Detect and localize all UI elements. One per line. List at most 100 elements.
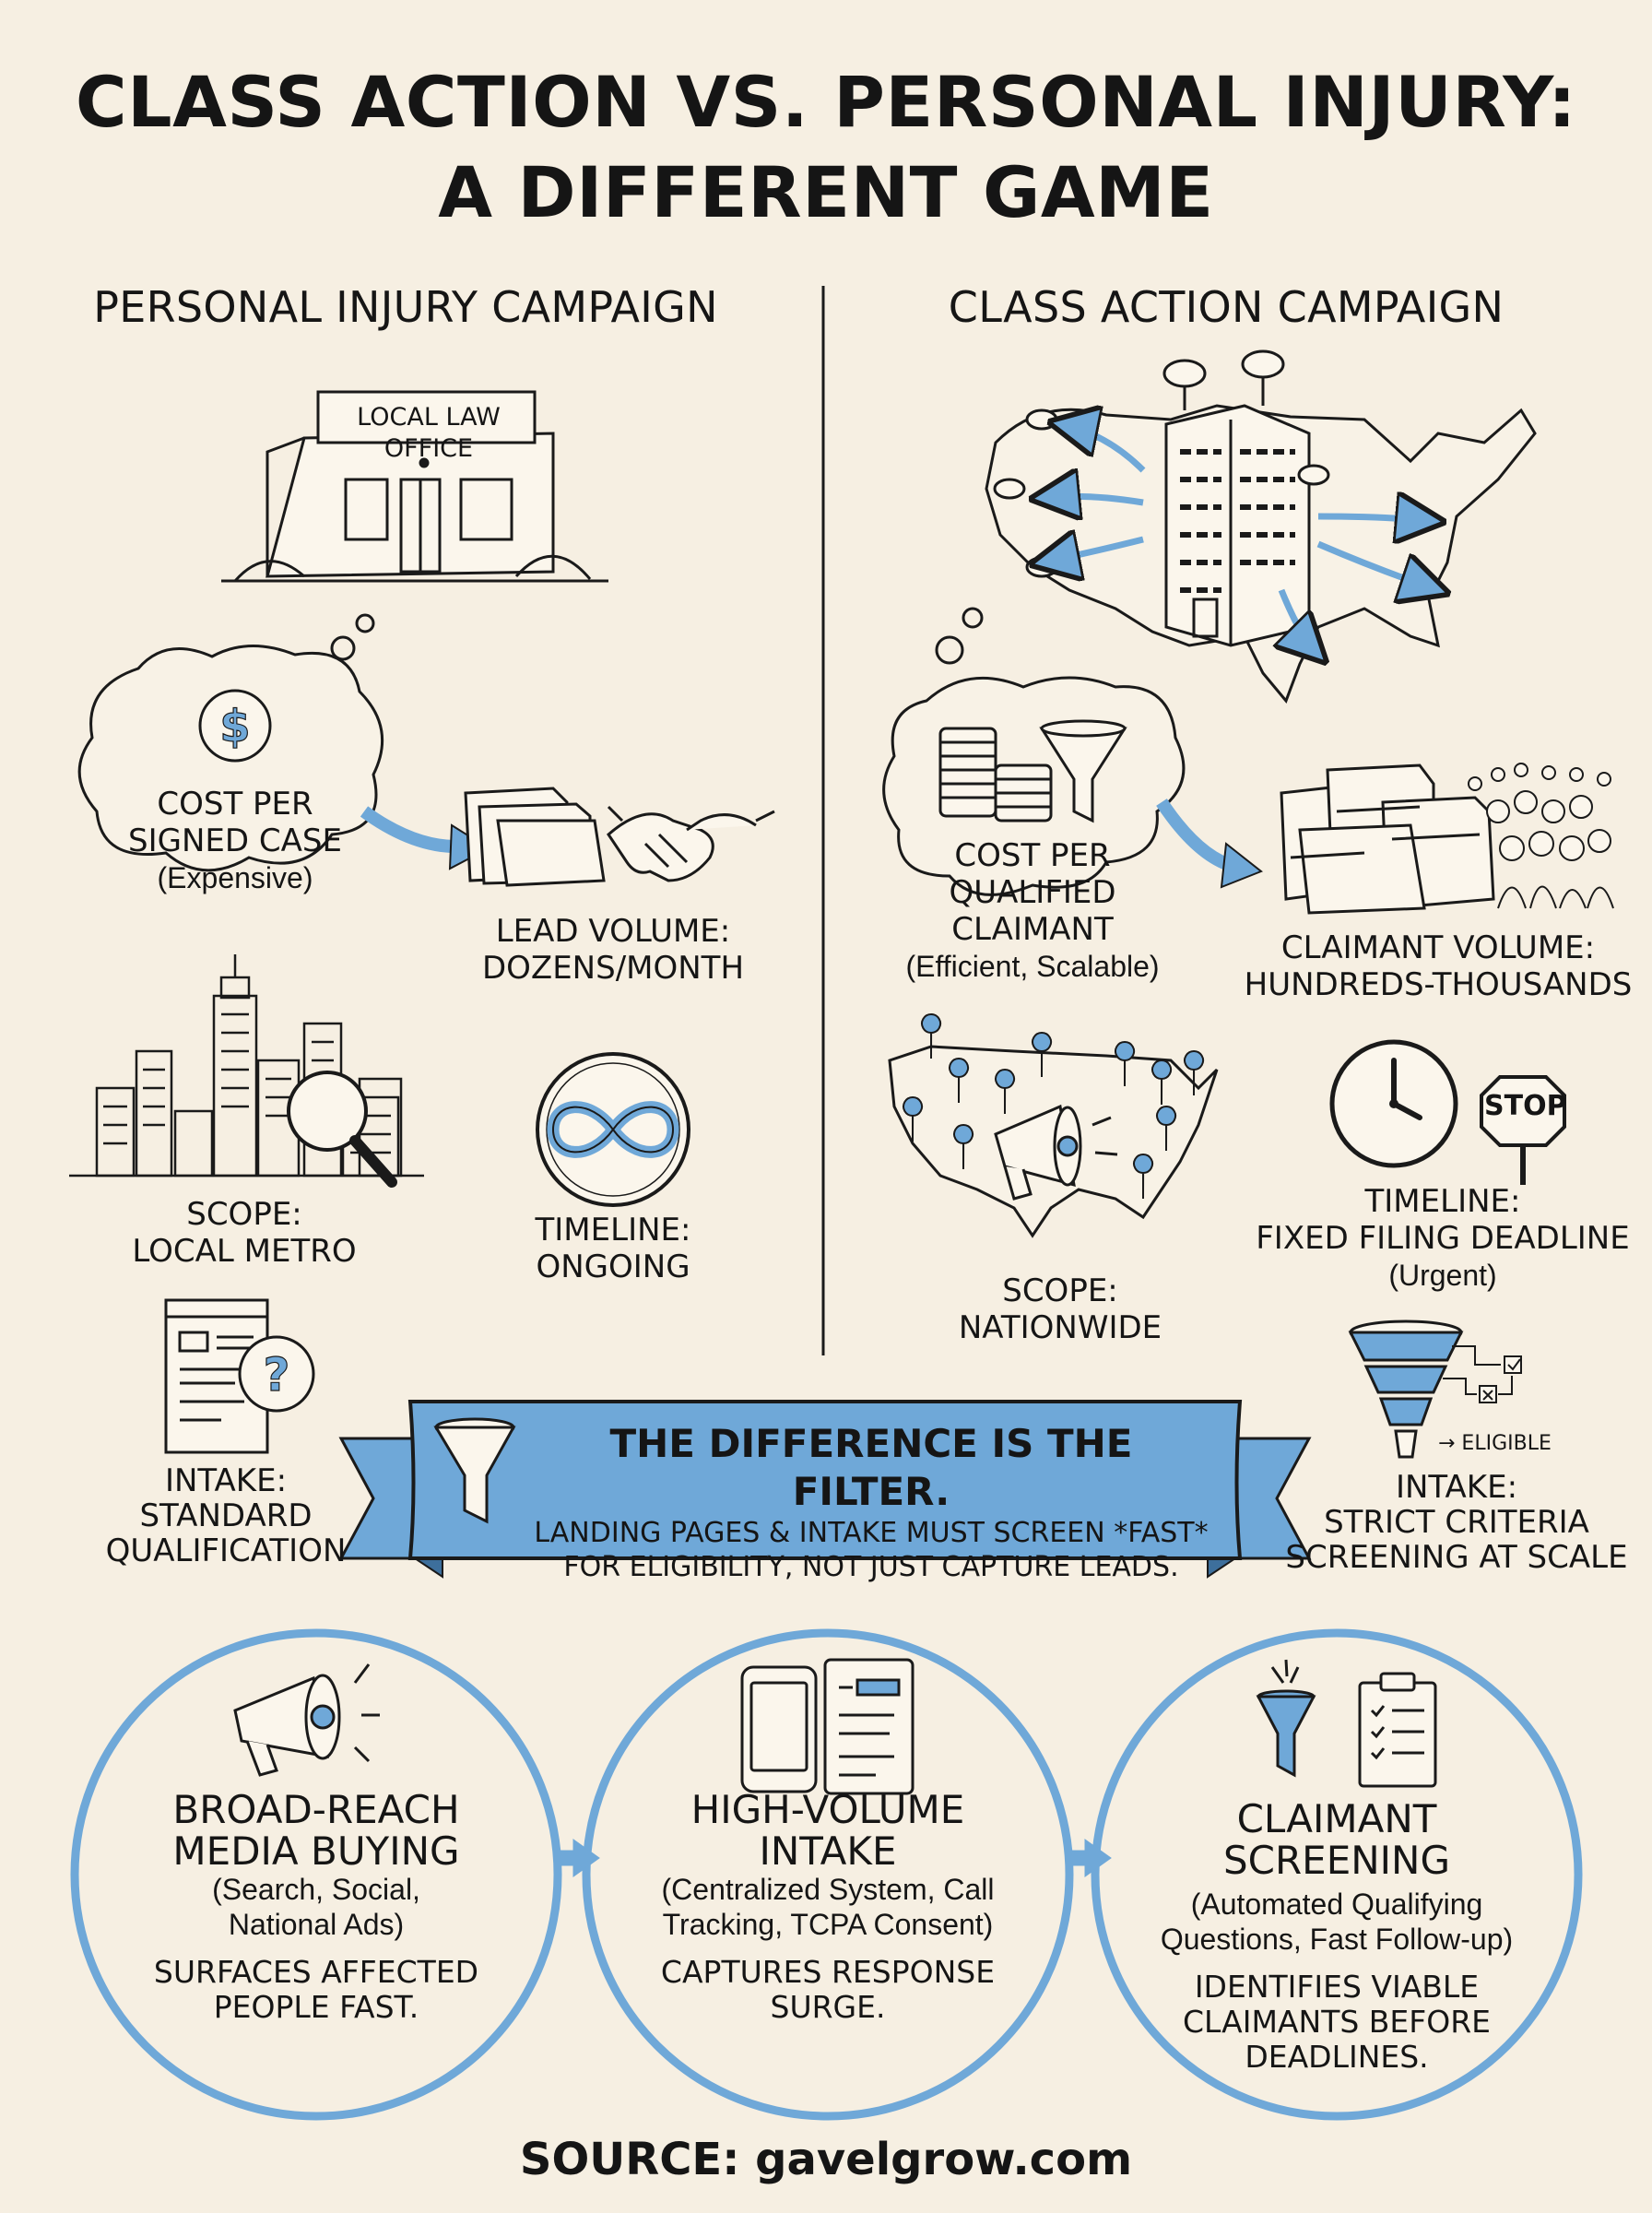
folder-pile-icon — [1280, 763, 1495, 915]
city-skyline-icon — [69, 954, 424, 1178]
step-funnel-clipboard-icon — [1256, 1659, 1437, 1788]
thought-dot — [935, 635, 964, 665]
step-claimant-screening: CLAIMANT SCREENING (Automated Qualifying… — [1125, 1798, 1549, 2075]
step-media-buying: BROAD-REACH MEDIA BUYING (Search, Social… — [115, 1789, 517, 2025]
page-title: CLASS ACTION VS. PERSONAL INJURY: A DIFF… — [0, 57, 1652, 238]
step-note-3: DEADLINES. — [1245, 2039, 1429, 2075]
dollar-coin-icon: $ — [198, 689, 272, 763]
cost-note: (Expensive) — [157, 861, 313, 894]
timeline-note: (Urgent) — [1388, 1259, 1497, 1292]
left-column-heading: PERSONAL INJURY CAMPAIGN — [93, 282, 718, 332]
ribbon-line-1: LANDING PAGES & INTAKE MUST SCREEN *FAST… — [534, 1517, 1209, 1549]
eligible-label: → ELIGIBLE — [1438, 1432, 1552, 1455]
stop-sign-text: STOP — [1484, 1090, 1567, 1122]
intake-line-2: STANDARD — [139, 1497, 313, 1534]
cost-line-1: COST PER — [954, 837, 1111, 874]
crowd-icon — [1468, 763, 1614, 909]
intake-line-2: STRICT CRITERIA — [1324, 1504, 1589, 1541]
scope-line-1: SCOPE: — [1002, 1272, 1118, 1309]
scope-line-2: LOCAL METRO — [132, 1233, 357, 1270]
intake-line-3: SCREENING AT SCALE — [1285, 1539, 1628, 1576]
office-sign: LOCAL LAW OFFICE — [357, 403, 501, 463]
intake-form-icon: ? — [164, 1298, 315, 1454]
step-note-2: SURGE. — [770, 1989, 886, 2025]
office-tower-icon — [1164, 404, 1311, 647]
cost-line-1: COST PER — [157, 786, 313, 822]
svg-text:$: $ — [219, 701, 250, 752]
cost-line-2: SIGNED CASE — [128, 822, 342, 859]
step-circles — [70, 1628, 1583, 2121]
step-title-1: BROAD-REACH — [172, 1787, 460, 1832]
intake-line-1: INTAKE: — [164, 1462, 288, 1499]
step-sub-2: National Ads) — [228, 1908, 405, 1941]
lead-line-2: DOZENS/MONTH — [481, 950, 745, 987]
timeline-line-2: FIXED FILING DEADLINE — [1256, 1220, 1630, 1257]
magnifier-icon — [287, 1071, 397, 1188]
volume-line-1: CLAIMANT VOLUME: — [1280, 929, 1596, 966]
step-note-2: CLAIMANTS BEFORE — [1182, 2004, 1492, 2040]
lead-line-1: LEAD VOLUME: — [495, 913, 731, 950]
step-sub-1: (Centralized System, Call — [661, 1873, 995, 1906]
step-sub-2: Questions, Fast Follow-up) — [1160, 1923, 1514, 1956]
ribbon-banner — [338, 1400, 1312, 1579]
scope-line-1: SCOPE: — [186, 1196, 302, 1233]
thought-dot — [962, 607, 984, 629]
intake-line-3: QUALIFICATION — [105, 1533, 347, 1569]
cost-per-qualified-claimant-label: COST PER QUALIFIED CLAIMANT (Efficient, … — [867, 837, 1198, 985]
timeline-line-2: ONGOING — [536, 1249, 690, 1285]
ribbon-text: THE DIFFERENCE IS THE FILTER. LANDING PA… — [525, 1420, 1217, 1584]
broadcast-arrows — [1042, 424, 1438, 655]
step-high-volume-intake: HIGH-VOLUME INTAKE (Centralized System, … — [618, 1789, 1038, 2025]
cost-per-signed-case-label: COST PER SIGNED CASE (Expensive) — [92, 786, 378, 896]
step-arrows — [557, 1839, 1112, 1877]
title-line-1: CLASS ACTION VS. PERSONAL INJURY: — [75, 61, 1577, 143]
intake-line-1: INTAKE: — [1395, 1469, 1518, 1506]
cost-to-volume-arrow — [360, 806, 462, 854]
coin-stacks-icon — [938, 727, 1053, 822]
clock-icon — [1329, 1039, 1458, 1168]
step-sub-1: (Automated Qualifying — [1190, 1888, 1483, 1921]
step-megaphone-icon — [233, 1663, 380, 1777]
thought-dot — [355, 613, 375, 633]
intake-standard-label: INTAKE: STANDARD QUALIFICATION — [83, 1463, 369, 1568]
cost-line-2: QUALIFIED — [949, 874, 1116, 911]
step-title-1: HIGH-VOLUME — [690, 1787, 965, 1832]
funnel-icon — [1039, 719, 1127, 823]
timeline-ongoing-label: TIMELINE: ONGOING — [489, 1212, 738, 1285]
source-credit: SOURCE: gavelgrow.com — [519, 2134, 1133, 2185]
title-line-2: A DIFFERENT GAME — [438, 151, 1214, 233]
step-phone-form-icon — [740, 1658, 914, 1795]
step-title-1: CLAIMANT SCREENING — [1222, 1796, 1450, 1883]
eligibility-funnel-icon — [1348, 1320, 1522, 1459]
step-note-2: PEOPLE FAST. — [213, 1989, 419, 2025]
handshake-icon — [607, 805, 775, 882]
step-sub-2: Tracking, TCPA Consent) — [662, 1908, 994, 1941]
stop-sign-icon — [1480, 1075, 1566, 1185]
infinity-clock-icon — [536, 1052, 690, 1207]
volume-line-2: HUNDREDS-THOUSANDS — [1244, 966, 1633, 1003]
thought-dot — [330, 635, 356, 661]
timeline-deadline-label: TIMELINE: FIXED FILING DEADLINE (Urgent) — [1245, 1183, 1641, 1294]
megaphone-icon — [994, 1104, 1118, 1201]
intake-strict-label: INTAKE: STRICT CRITERIA SCREENING AT SCA… — [1272, 1470, 1641, 1575]
step-title-2: MEDIA BUYING — [172, 1828, 460, 1874]
svg-text:?: ? — [263, 1348, 289, 1402]
law-office-icon — [221, 390, 608, 583]
ribbon-funnel-icon — [433, 1417, 516, 1524]
timeline-line-1: TIMELINE: — [535, 1212, 691, 1249]
scope-local-label: SCOPE: LOCAL METRO — [92, 1196, 396, 1270]
lead-volume-label: LEAD VOLUME: DOZENS/MONTH — [461, 913, 765, 987]
folders-icon — [464, 787, 606, 887]
claimant-volume-label: CLAIMANT VOLUME: HUNDREDS-THOUSANDS — [1235, 929, 1641, 1003]
ribbon-headline: THE DIFFERENCE IS THE FILTER. — [609, 1421, 1133, 1514]
step-title-2: INTAKE — [759, 1828, 897, 1874]
step-sub-1: (Search, Social, — [212, 1873, 420, 1906]
ribbon-line-2: FOR ELIGIBILITY, NOT JUST CAPTURE LEADS. — [563, 1551, 1179, 1583]
step-note-1: SURFACES AFFECTED — [153, 1954, 479, 1990]
cost-note: (Efficient, Scalable) — [905, 950, 1160, 983]
cost-line-3: CLAIMANT — [951, 911, 1114, 948]
right-column-heading: CLASS ACTION CAMPAIGN — [948, 282, 1504, 332]
step-note-1: CAPTURES RESPONSE — [660, 1954, 996, 1990]
scope-nationwide-label: SCOPE: NATIONWIDE — [922, 1272, 1198, 1346]
